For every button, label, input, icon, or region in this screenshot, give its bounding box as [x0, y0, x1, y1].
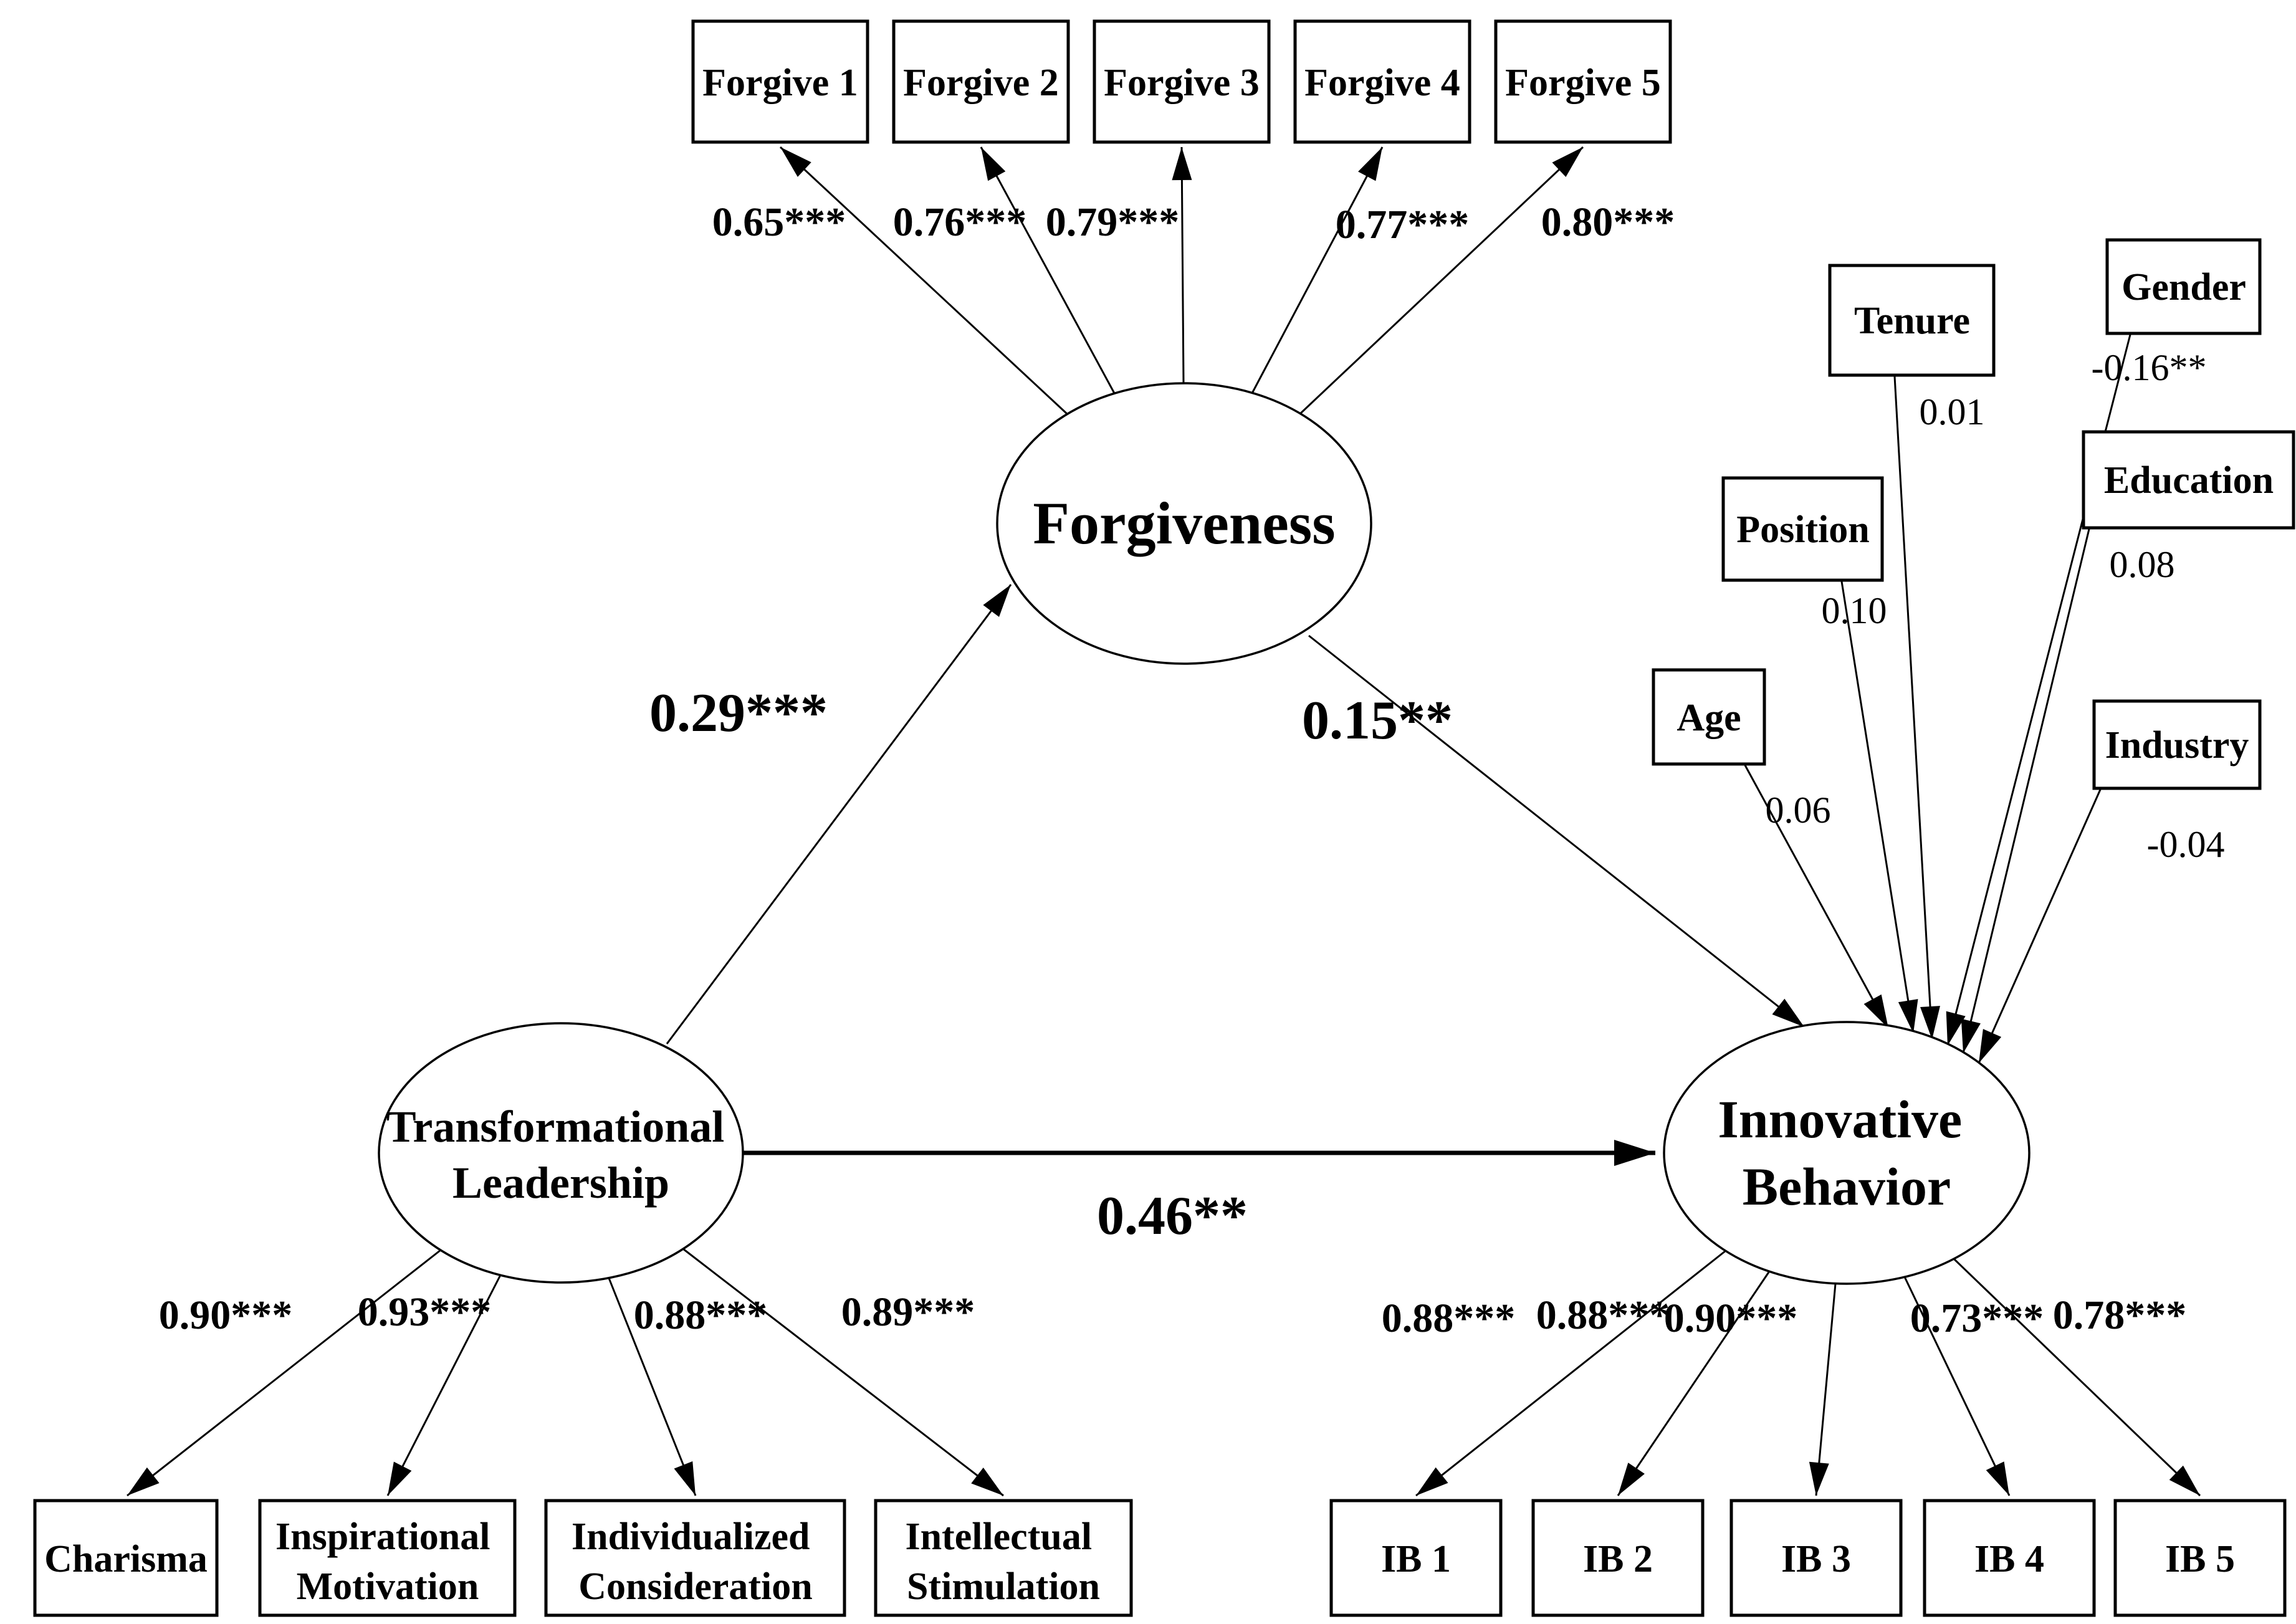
indicator-box-ib-2 — [1531, 1499, 1705, 1617]
loading-arrow-charisma — [127, 1249, 441, 1497]
indicator-label-ib-3: IB 3 — [1781, 1538, 1851, 1580]
indicator-box-ib-1 — [1329, 1499, 1503, 1617]
latent-label-forgiveness: Forgiveness — [1033, 490, 1335, 556]
loading-value-ib-2: 0.88*** — [1536, 1292, 1670, 1338]
indicator-label-forgive-3: Forgive 3 — [1104, 62, 1260, 104]
control-box-education — [2082, 430, 2295, 530]
loading-value-forgive-2: 0.76*** — [893, 199, 1027, 245]
control-arrow-tenure — [1893, 376, 1940, 1040]
control-coefficient-position: 0.10 — [1822, 590, 1887, 631]
control-label-age: Age — [1677, 697, 1741, 739]
loading-arrow-forgive-1 — [779, 146, 1068, 415]
loading-arrow-forgive-4 — [1251, 146, 1384, 394]
control-box-age — [1652, 668, 1766, 766]
latent-label-innovative-behavior: Innovative Behavior — [1718, 1089, 1975, 1216]
indicator-label-intellectual-stimulation: Intellectual Stimulation — [905, 1516, 1101, 1608]
forgiveness-measurement-model: Forgive 1 Forgive 2 Forgive 3 Forgive 4 … — [691, 19, 1675, 415]
loading-arrow-ib-2 — [1617, 1271, 1771, 1496]
loading-arrow-ib-1 — [1415, 1249, 1726, 1497]
structural-paths: 0.29*** 0.15** 0.46** — [649, 584, 1805, 1246]
indicator-box-inspirational-motivation — [258, 1499, 517, 1617]
loading-arrow-ib-4 — [1903, 1276, 2011, 1496]
loading-value-ib-5: 0.78*** — [2053, 1292, 2187, 1338]
control-coefficient-age: 0.06 — [1766, 790, 1831, 831]
loading-value-forgive-1: 0.65*** — [712, 199, 846, 245]
latent-ellipse-forgiveness — [996, 382, 1372, 665]
control-box-industry — [2092, 699, 2262, 790]
loading-value-forgive-3: 0.79*** — [1046, 199, 1180, 245]
control-arrow-position — [1840, 581, 1918, 1034]
indicator-box-forgive-3 — [1093, 19, 1271, 144]
indicator-label-forgive-5: Forgive 5 — [1505, 62, 1661, 104]
control-box-tenure — [1828, 264, 1996, 377]
loading-arrow-ib-5 — [1953, 1258, 2201, 1497]
indicator-box-forgive-2 — [892, 19, 1070, 144]
indicator-box-ib-3 — [1729, 1499, 1903, 1617]
indicator-label-ib-2: IB 2 — [1583, 1538, 1653, 1580]
ib-measurement-model: IB 1 IB 2 IB 3 IB 4 IB 5 0.88*** 0.88***… — [1329, 1249, 2287, 1617]
latent-ellipse-innovative-behavior — [1663, 1021, 2031, 1285]
control-coefficient-tenure: 0.01 — [1920, 391, 1985, 432]
loading-value-forgive-5: 0.80*** — [1541, 199, 1675, 245]
path-coefficient-forgiveness-ib: 0.15** — [1302, 690, 1453, 751]
latent-label-transformational-leadership: Transformational Leadership — [386, 1102, 736, 1208]
indicator-label-ib-5: IB 5 — [2165, 1538, 2235, 1580]
indicator-box-ib-5 — [2113, 1499, 2287, 1617]
control-label-industry: Industry — [2105, 724, 2249, 767]
indicator-label-inspirational-motivation: Inspirational Motivation — [275, 1516, 500, 1608]
loading-arrow-ib-3 — [1809, 1283, 1837, 1496]
loading-value-forgive-4: 0.77*** — [1336, 202, 1470, 247]
loading-arrow-forgive-2 — [980, 146, 1116, 394]
control-coefficient-gender: -0.16** — [2092, 347, 2207, 388]
control-box-position — [1721, 476, 1884, 582]
control-arrow-industry — [1978, 789, 2102, 1064]
indicator-box-forgive-5 — [1494, 19, 1672, 144]
indicator-label-ib-1: IB 1 — [1381, 1538, 1451, 1580]
indicator-label-ib-4: IB 4 — [1974, 1538, 2044, 1580]
loading-value-charisma: 0.90*** — [159, 1292, 293, 1338]
control-box-gender — [2105, 238, 2262, 335]
loading-arrow-forgive-3 — [1172, 146, 1192, 384]
indicator-label-charisma: Charisma — [44, 1538, 208, 1580]
loading-arrow-individualized-consideration — [608, 1278, 697, 1496]
path-coefficient-tl-forgiveness: 0.29*** — [649, 683, 828, 743]
loading-value-ib-1: 0.88*** — [1382, 1296, 1516, 1341]
indicator-box-individualized-consideration — [544, 1499, 846, 1617]
indicator-box-ib-4 — [1923, 1499, 2096, 1617]
loading-arrow-inspirational-motivation — [386, 1274, 502, 1496]
control-coefficient-industry: -0.04 — [2147, 824, 2225, 865]
indicator-box-forgive-4 — [1293, 19, 1471, 144]
path-arrow-tl-to-forgiveness — [666, 584, 1012, 1044]
indicator-label-forgive-1: Forgive 1 — [702, 62, 858, 104]
control-arrow-age — [1744, 765, 1890, 1029]
latent-ellipse-transformational-leadership — [378, 1022, 744, 1284]
loading-value-individualized-consideration: 0.88*** — [634, 1292, 768, 1338]
indicator-label-forgive-4: Forgive 4 — [1304, 62, 1460, 104]
latent-variables: Forgiveness Transformational Leadership … — [378, 382, 2031, 1285]
control-label-education: Education — [2104, 459, 2274, 502]
control-label-gender: Gender — [2121, 266, 2246, 308]
indicator-label-individualized-consideration: Individualized Consideration — [572, 1516, 820, 1608]
indicator-box-forgive-1 — [691, 19, 869, 144]
path-arrow-forgiveness-to-ib — [1308, 634, 1805, 1028]
loading-value-intellectual-stimulation: 0.89*** — [841, 1289, 975, 1335]
control-label-tenure: Tenure — [1854, 300, 1970, 342]
loading-arrow-forgive-5 — [1299, 146, 1584, 415]
indicator-box-intellectual-stimulation — [874, 1499, 1133, 1617]
loading-arrow-intellectual-stimulation — [682, 1248, 1004, 1497]
tl-measurement-model: Charisma Inspirational Motivation Indivi… — [33, 1248, 1133, 1617]
loading-value-inspirational-motivation: 0.93*** — [358, 1289, 492, 1335]
indicator-box-charisma — [33, 1499, 219, 1617]
control-coefficient-education: 0.08 — [2110, 544, 2175, 585]
control-variables: Age Position Tenure Gender Education Ind… — [1652, 238, 2295, 1064]
loading-value-ib-3: 0.90*** — [1664, 1296, 1798, 1341]
path-coefficient-tl-ib: 0.46** — [1097, 1186, 1248, 1246]
indicator-label-forgive-2: Forgive 2 — [903, 62, 1059, 104]
control-label-position: Position — [1736, 509, 1870, 551]
loading-value-ib-4: 0.73*** — [1910, 1296, 2044, 1341]
control-arrow-education — [1961, 528, 2090, 1054]
